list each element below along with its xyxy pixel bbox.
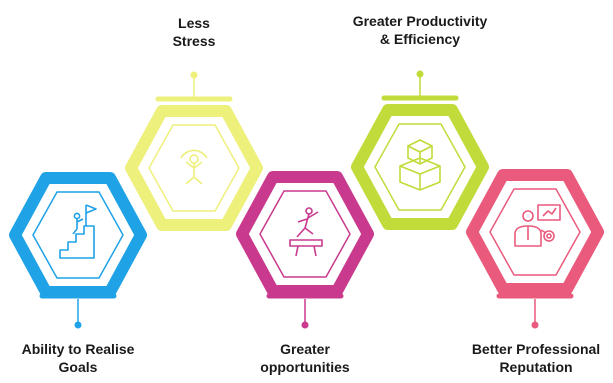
presenter-icon (514, 204, 561, 247)
hexagon-productivity (351, 70, 489, 230)
label-productivity-line2: & Efficiency (379, 31, 461, 47)
hexagon-stress (125, 71, 263, 231)
label-goals-line2: Goals (58, 359, 98, 375)
hexagon-goals (9, 172, 147, 329)
label-goals-line1: Ability to Realise (21, 341, 135, 357)
leap-icon (289, 207, 323, 257)
label-opportunities-line2: opportunities (260, 359, 350, 375)
label-goals: Ability to Realise Goals (22, 340, 135, 376)
hexagon-opportunities (236, 171, 374, 329)
label-stress-line1: Less (178, 15, 210, 31)
relax-icon (180, 149, 208, 185)
label-productivity-line1: Greater Productivity (352, 13, 488, 29)
flag-climb-icon (59, 204, 97, 259)
label-reputation-line2: Reputation (499, 359, 573, 375)
hexagon-reputation (466, 169, 604, 329)
label-opportunities: Greater opportunities (260, 340, 349, 376)
label-stress: Less Stress (173, 14, 216, 50)
label-opportunities-line1: Greater (280, 341, 330, 357)
label-productivity: Greater Productivity & Efficiency (353, 12, 488, 48)
boxes-icon (399, 139, 441, 191)
label-stress-line2: Stress (172, 33, 216, 49)
label-reputation: Better Professional Reputation (472, 340, 600, 376)
label-reputation-line1: Better Professional (471, 341, 601, 357)
